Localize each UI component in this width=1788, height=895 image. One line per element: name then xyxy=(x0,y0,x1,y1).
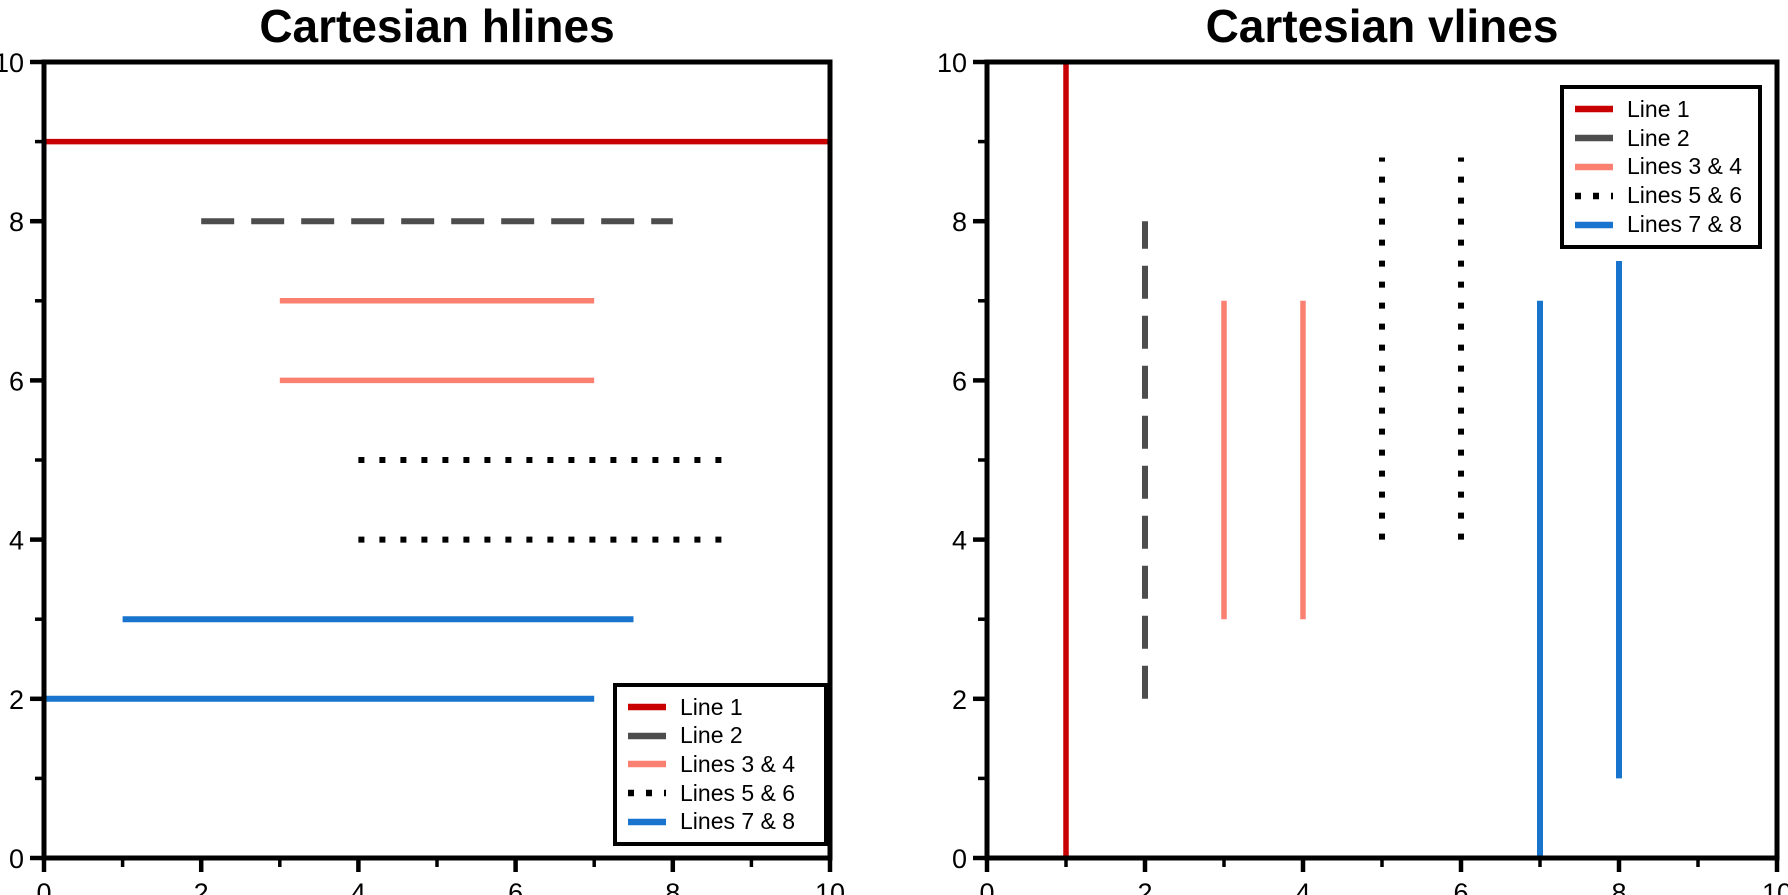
legend-label: Lines 5 & 6 xyxy=(680,779,796,806)
legend-line-swatch xyxy=(628,761,666,768)
y-tick-label: 2 xyxy=(9,685,24,715)
y-tick-label: 4 xyxy=(9,526,24,556)
legend-entry: Lines 3 & 4 xyxy=(627,751,814,778)
legend-line-swatch xyxy=(1575,192,1613,200)
legend-label: Lines 7 & 8 xyxy=(1627,211,1743,238)
x-tick-label: 4 xyxy=(351,878,366,895)
x-tick-label: 6 xyxy=(508,878,523,895)
y-tick-label: 10 xyxy=(937,48,967,78)
legend-line-swatch xyxy=(1575,134,1613,142)
legend-line-swatch xyxy=(1575,221,1613,228)
legend-label: Line 1 xyxy=(680,693,743,720)
legend-label: Line 2 xyxy=(680,722,743,749)
legend-entry: Line 2 xyxy=(627,722,814,749)
legend-entry: Line 2 xyxy=(1574,125,1748,152)
y-tick-label: 0 xyxy=(952,844,967,874)
hlines-plot-area: 0 2 4 6 8 10 0 2 4 6 8 10 xyxy=(0,48,845,895)
legend-label: Line 1 xyxy=(1627,95,1690,122)
legend-entry: Lines 3 & 4 xyxy=(1574,153,1748,180)
y-tick-label: 8 xyxy=(952,207,967,237)
legend-label: Lines 5 & 6 xyxy=(1627,182,1743,209)
legend-line-swatch xyxy=(1575,106,1613,113)
legend-line-swatch xyxy=(628,789,666,797)
legend-entry: Line 1 xyxy=(627,694,814,721)
x-tick-label: 8 xyxy=(1611,878,1626,895)
legend-line-swatch xyxy=(628,704,666,711)
y-tick-label: 6 xyxy=(952,366,967,396)
legend-line-swatch xyxy=(628,732,666,740)
legend-label: Lines 3 & 4 xyxy=(680,750,796,777)
legend-label: Line 2 xyxy=(1627,124,1690,151)
x-tick-label: 2 xyxy=(1137,878,1152,895)
y-tick-label: 6 xyxy=(9,366,24,396)
legend-entry: Lines 7 & 8 xyxy=(627,808,814,835)
y-tick-label: 4 xyxy=(952,526,967,556)
legend-entry: Lines 5 & 6 xyxy=(627,780,814,807)
x-tick-label: 2 xyxy=(194,878,209,895)
legend-entry: Line 1 xyxy=(1574,96,1748,123)
legend-entry: Lines 5 & 6 xyxy=(1574,182,1748,209)
y-tick-label: 2 xyxy=(952,685,967,715)
legend-line-swatch xyxy=(1575,163,1613,171)
y-tick-label: 10 xyxy=(0,48,24,78)
legend-label: Lines 3 & 4 xyxy=(1627,153,1743,180)
x-tick-label: 0 xyxy=(36,878,51,895)
x-tick-label: 8 xyxy=(665,878,680,895)
y-tick-label: 8 xyxy=(9,207,24,237)
x-tick-label: 10 xyxy=(815,878,845,895)
hlines-plot-title: Cartesian hlines xyxy=(259,0,615,52)
vlines-plot-title: Cartesian vlines xyxy=(1205,0,1559,52)
x-tick-label: 6 xyxy=(1453,878,1468,895)
legend-line-swatch xyxy=(628,818,666,825)
legend-label: Lines 7 & 8 xyxy=(680,808,796,835)
vlines-plot-area: 0 2 4 6 8 10 0 2 4 6 8 10 xyxy=(937,48,1788,895)
x-tick-label: 4 xyxy=(1295,878,1310,895)
x-tick-label: 0 xyxy=(979,878,994,895)
x-tick-label: 10 xyxy=(1762,878,1788,895)
legend-entry: Lines 7 & 8 xyxy=(1574,211,1748,238)
y-tick-label: 0 xyxy=(9,844,24,874)
